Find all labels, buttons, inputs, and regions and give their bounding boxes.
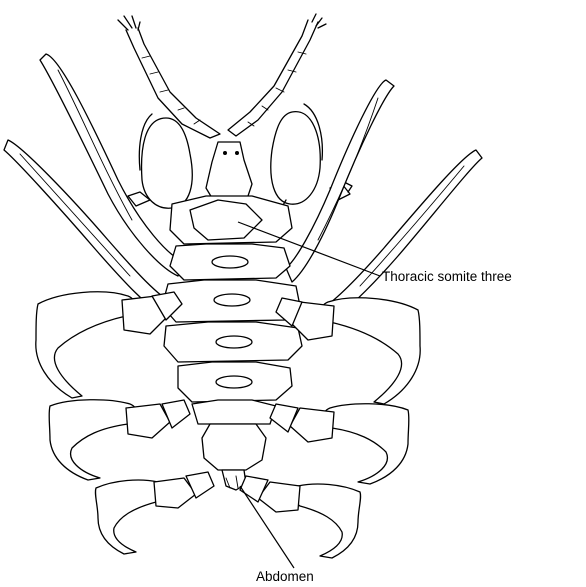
abdomen-label: Abdomen [256, 570, 314, 584]
head [206, 142, 252, 198]
thoracic-somite-label: Thoracic somite three [382, 270, 512, 284]
right-antenna [228, 14, 326, 136]
